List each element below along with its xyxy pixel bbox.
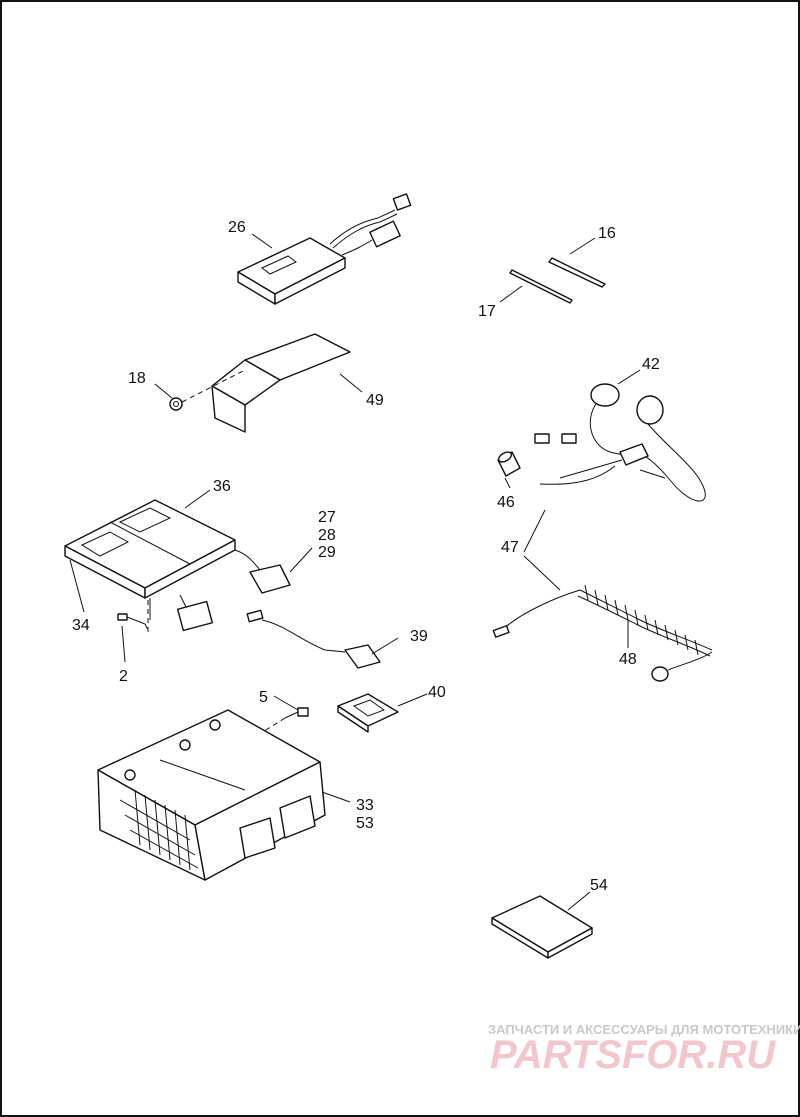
callout-28: 28 (318, 527, 336, 544)
part-36-34-modules (64, 499, 291, 635)
part-5-bolt (249, 707, 309, 741)
callout-16: 16 (598, 225, 616, 242)
part-40-pad (337, 693, 399, 733)
callout-47: 47 (501, 539, 519, 556)
callout-33: 33 (356, 797, 374, 814)
part-16-17-ties (509, 257, 606, 304)
part-42-headset (534, 383, 706, 502)
callout-5: 5 (259, 689, 268, 706)
callout-36: 36 (213, 478, 231, 495)
callout-17: 17 (478, 303, 496, 320)
callout-34: 34 (72, 617, 90, 634)
leader-lines (69, 233, 641, 911)
callout-40: 40 (428, 684, 446, 701)
watermark-tagline: ЗАПЧАСТИ И АКСЕССУАРЫ ДЛЯ МОТОТЕХНИКИ (488, 1022, 800, 1037)
callout-2: 2 (119, 668, 128, 685)
part-54-booklet (491, 895, 593, 959)
callout-39: 39 (410, 628, 428, 645)
part-18-nut (169, 397, 183, 411)
part-39-antenna (246, 609, 381, 669)
callout-46: 46 (497, 494, 515, 511)
part-33-53-radio (97, 709, 326, 881)
watermark: ЗАПЧАСТИ И АКСЕССУАРЫ ДЛЯ МОТОТЕХНИКИ PA… (488, 1022, 800, 1077)
callout-48: 48 (619, 651, 637, 668)
part-46-cap (497, 451, 521, 477)
callout-18: 18 (128, 370, 146, 387)
callout-49: 49 (366, 392, 384, 409)
part-49-bracket (181, 333, 351, 433)
callout-42: 42 (642, 356, 660, 373)
callouts: 26 16 17 18 49 42 46 36 27 28 29 47 34 3… (72, 219, 660, 894)
callout-29: 29 (318, 544, 336, 561)
part-26-module (237, 193, 412, 305)
callout-27: 27 (318, 509, 336, 526)
part-48-coil-cord (492, 465, 713, 682)
part-2-screw (117, 613, 149, 631)
watermark-logo: PARTSFOR.RU (490, 1033, 776, 1077)
callout-26: 26 (228, 219, 246, 236)
callout-53: 53 (356, 815, 374, 832)
callout-54: 54 (590, 877, 608, 894)
